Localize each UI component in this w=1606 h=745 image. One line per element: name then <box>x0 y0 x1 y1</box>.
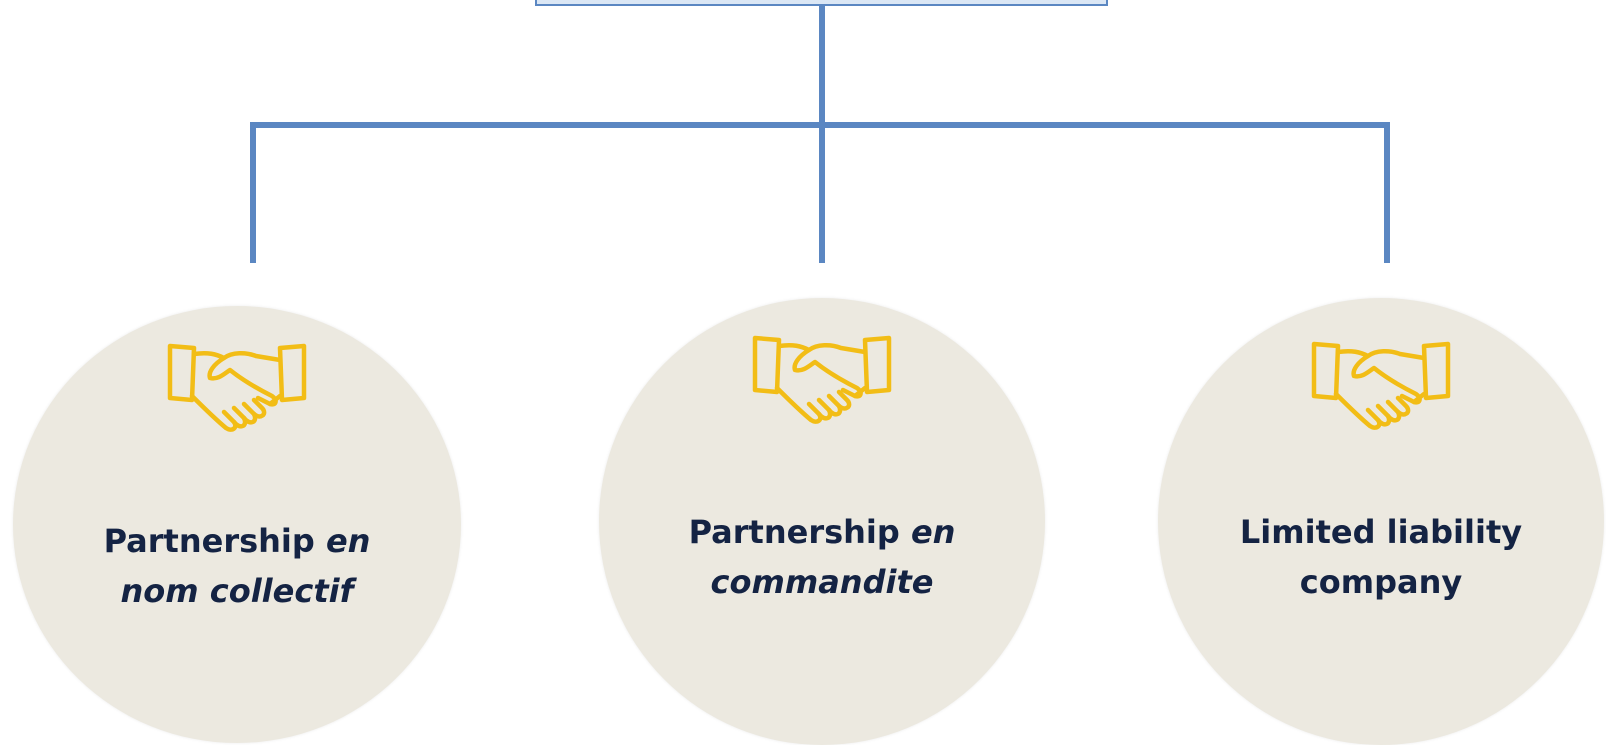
label-text-regular: Partnership <box>688 513 911 551</box>
label-text: company <box>1299 563 1463 601</box>
label-text-regular: Partnership <box>103 522 326 560</box>
parent-node-box <box>535 0 1108 6</box>
node-circle-partnership-commandite: Partnership en commandite <box>599 298 1045 745</box>
handshake-icon <box>1311 341 1451 430</box>
handshake-icon <box>752 335 892 424</box>
node-circle-limited-liability-company: Limited liability company <box>1158 298 1604 745</box>
label-text-italic: en <box>325 522 371 560</box>
label-text: Limited liability <box>1239 513 1523 551</box>
label-text-italic: nom collectif <box>120 572 354 610</box>
node-label: Limited liability company <box>1158 507 1604 607</box>
handshake-icon <box>167 343 307 432</box>
node-circle-partnership-nom-collectif: Partnership en nom collectif <box>13 306 461 743</box>
node-label: Partnership en commandite <box>599 507 1045 607</box>
label-text-italic: commandite <box>710 563 934 601</box>
label-text-italic: en <box>910 513 956 551</box>
node-label: Partnership en nom collectif <box>13 516 461 616</box>
